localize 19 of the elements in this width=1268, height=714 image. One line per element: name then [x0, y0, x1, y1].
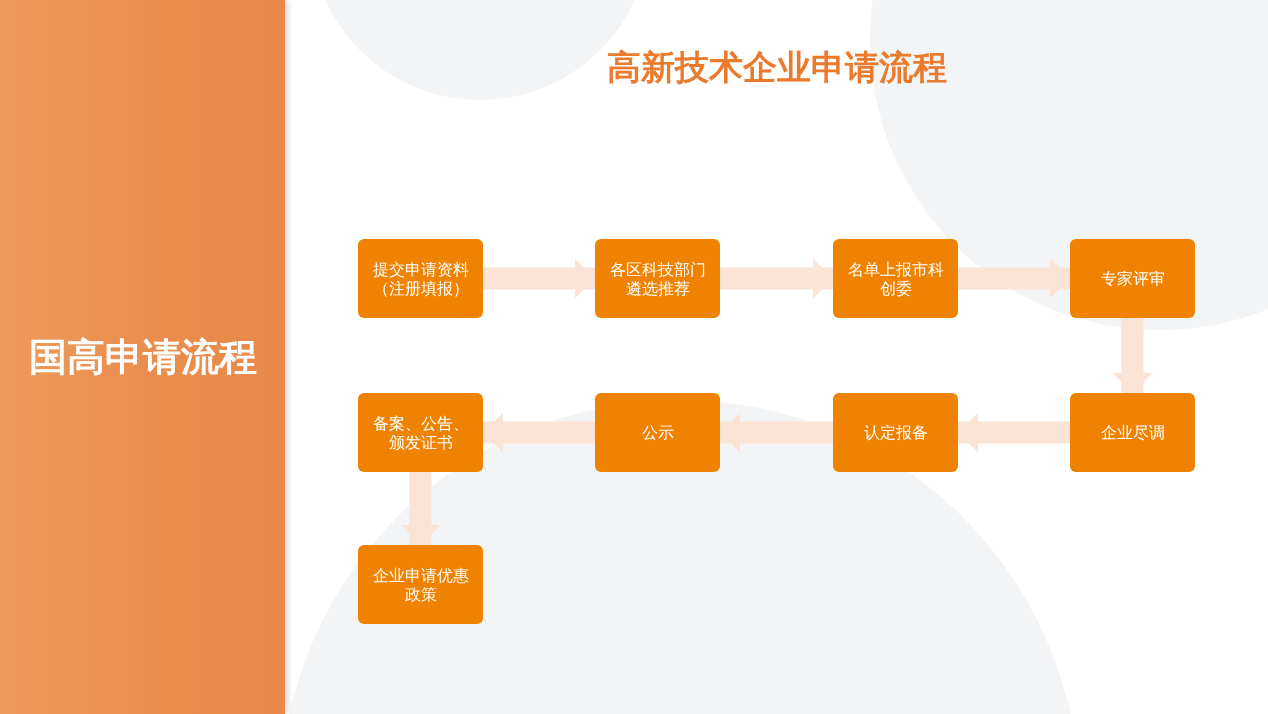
block-arrow — [1112, 318, 1153, 393]
process-box: 备案、公告、颁发证书 — [358, 393, 483, 472]
side-panel: 国高申请流程 — [0, 0, 285, 714]
process-box: 企业尽调 — [1070, 393, 1195, 472]
process-box: 企业申请优惠政策 — [358, 545, 483, 624]
block-arrow — [483, 258, 595, 299]
block-arrow — [958, 412, 1070, 453]
block-arrow — [720, 412, 833, 453]
process-box: 各区科技部门遴选推荐 — [595, 239, 720, 318]
block-arrow — [400, 472, 441, 545]
process-box: 认定报备 — [833, 393, 958, 472]
process-box: 名单上报市科创委 — [833, 239, 958, 318]
process-box: 专家评审 — [1070, 239, 1195, 318]
block-arrow — [483, 412, 595, 453]
title: 高新技术企业申请流程 — [606, 46, 948, 89]
block-arrow — [720, 258, 833, 299]
block-arrow — [958, 258, 1070, 299]
process-box: 提交申请资料（注册填报） — [358, 239, 483, 318]
process-box: 公示 — [595, 393, 720, 472]
